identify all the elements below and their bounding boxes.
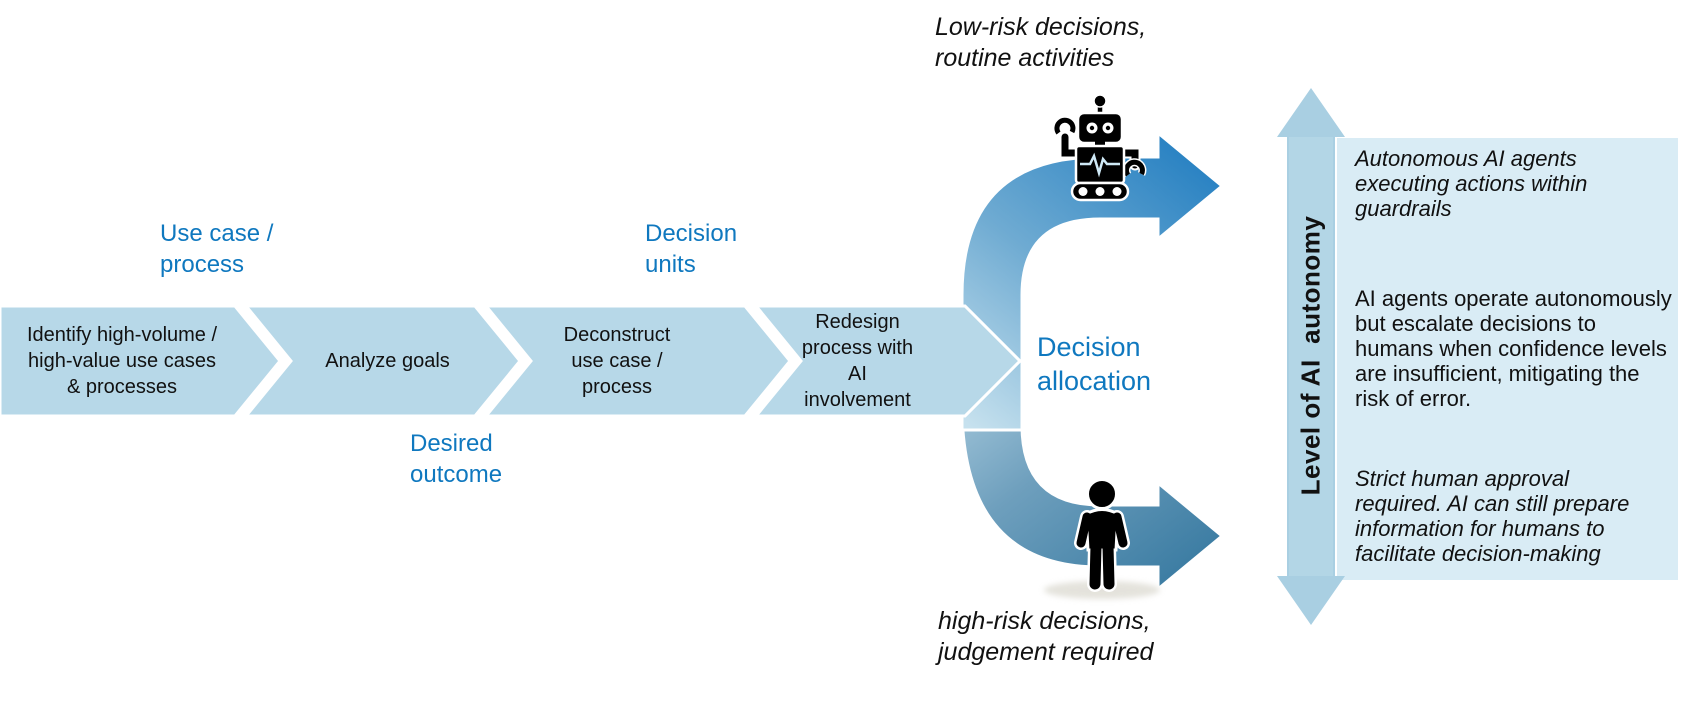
upper-branch-arrow <box>960 129 1225 432</box>
chevron-step-4 <box>752 304 1023 418</box>
autonomy-axis-label: Level of AI autonomy <box>1295 215 1326 495</box>
chevron-step-1 <box>0 304 282 418</box>
info-panel-background <box>1337 138 1678 580</box>
chevron-step-3 <box>482 304 792 418</box>
step-label-identify: Identify high-volume /high-value use cas… <box>26 324 218 398</box>
autonomy-axis-shaft <box>1289 137 1333 576</box>
chevron-step-2 <box>242 304 522 418</box>
step-label-analyze-goals: Analyze goals <box>325 350 450 372</box>
human-shadow <box>1044 581 1160 599</box>
human-icon <box>1074 478 1130 592</box>
label-low-risk: Low-risk decisions,routine activities <box>935 13 1147 72</box>
autonomy-axis-label-wrap: Level of AI autonomy <box>1288 140 1334 570</box>
annotation-use-case-process: Use case /process <box>160 220 274 278</box>
robot-icon <box>1052 94 1147 202</box>
lower-branch-arrow <box>960 273 1225 593</box>
label-high-risk: high-risk decisions,judgement required <box>938 607 1154 666</box>
